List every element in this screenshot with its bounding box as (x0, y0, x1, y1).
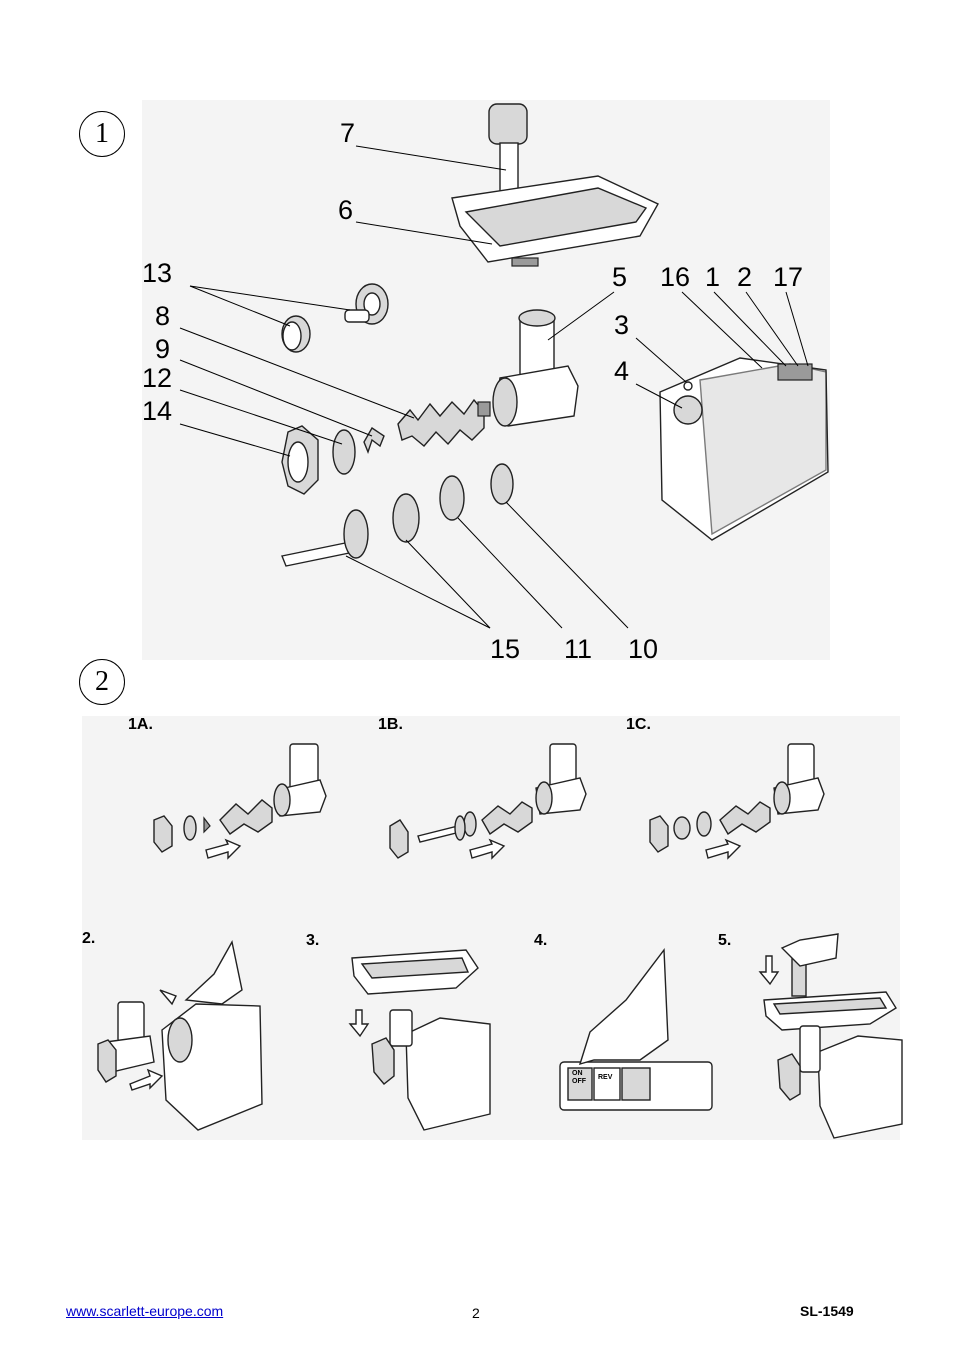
callout-5: 5 (612, 262, 628, 292)
reverse-switch-label: REV (598, 1074, 613, 1081)
callout-1: 1 (705, 262, 721, 292)
callout-10: 10 (628, 634, 659, 664)
callout-16: 16 (660, 262, 691, 292)
motor-unit-part (659, 357, 829, 541)
ring-nut-part (281, 425, 319, 495)
auger-part (397, 398, 491, 447)
step-1b-label: 1B. (378, 716, 403, 733)
model-number: SL-1549 (800, 1303, 854, 1319)
callout-14: 14 (142, 396, 173, 426)
switch-on-text: ON (572, 1070, 583, 1077)
fine-disc-part (332, 429, 356, 475)
step-5-label: 5. (718, 932, 732, 949)
step-3-illustration (348, 949, 491, 1131)
callout-6: 6 (338, 195, 354, 225)
on-off-switch-label: ON OFF (572, 1070, 586, 1086)
section-2-marker: 2 (79, 659, 125, 705)
callout-17: 17 (773, 262, 804, 292)
step-4-illustration (559, 948, 713, 1111)
callout-9: 9 (155, 334, 171, 364)
grinder-head-part (492, 309, 579, 427)
callout-13: 13 (142, 258, 173, 288)
callout-3: 3 (614, 310, 630, 340)
section-1-marker: 1 (79, 111, 125, 157)
step-2-label: 2. (82, 930, 96, 947)
step-5-illustration (758, 933, 903, 1139)
step-1b-illustration (389, 743, 587, 860)
page-number: 2 (472, 1305, 480, 1321)
switch-off-text: OFF (572, 1078, 586, 1085)
seal-parts (281, 283, 389, 353)
callout-7: 7 (340, 118, 356, 148)
step-3-label: 3. (306, 932, 320, 949)
step-1c-illustration (649, 743, 825, 860)
tray-part (451, 175, 659, 267)
step-1a-label: 1A. (128, 716, 153, 733)
step-4-label: 4. (534, 932, 548, 949)
leader-lines (179, 145, 809, 629)
medium-and-coarse-disc-parts (392, 463, 514, 543)
step-2-illustration (97, 940, 263, 1131)
callout-8: 8 (155, 301, 171, 331)
callout-11: 11 (564, 634, 593, 664)
step-1c-label: 1C. (626, 716, 651, 733)
callout-4: 4 (614, 356, 630, 386)
callout-2: 2 (737, 262, 753, 292)
step-1a-illustration (153, 743, 327, 860)
cutting-knife-part (363, 427, 385, 455)
exploded-diagram (179, 103, 829, 629)
sausage-attachment-part (281, 509, 369, 567)
callout-12: 12 (142, 363, 173, 393)
website-link[interactable]: www.scarlett-europe.com (66, 1303, 224, 1319)
callout-15: 15 (490, 634, 521, 664)
